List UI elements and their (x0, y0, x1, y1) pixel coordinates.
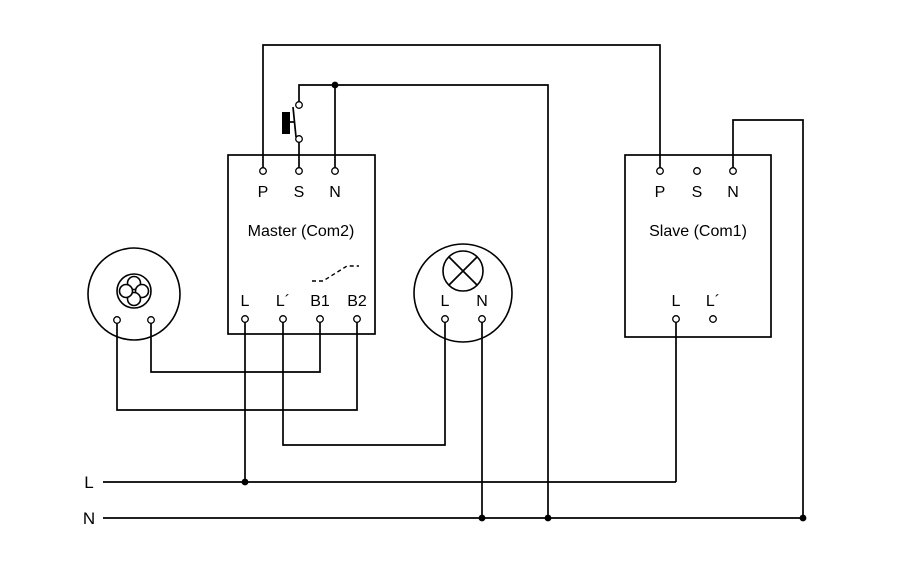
slave-terminal-label-s: S (692, 184, 703, 201)
master-terminal-s (295, 167, 303, 175)
fan-inner-circle (116, 273, 152, 309)
slave-terminal-label-p: P (655, 184, 666, 201)
master-terminal-b2 (353, 315, 361, 323)
master-box-label: Master (Com2) (248, 223, 355, 240)
slave-box-label: Slave (Com1) (649, 223, 747, 240)
push-button-contact (295, 101, 303, 109)
slave-terminal-lprime (709, 315, 717, 323)
fan-blade (118, 283, 134, 299)
master-terminal-label-l: L (241, 293, 250, 310)
neutral-bus-label: N (83, 509, 95, 528)
master-terminal-l (241, 315, 249, 323)
lamp-terminal-label-n: N (476, 293, 488, 310)
wire-fan-to-b2 (116, 319, 358, 411)
junction-dot (544, 514, 552, 522)
wire-p-master-to-slave (262, 44, 661, 171)
master-terminal-b1 (316, 315, 324, 323)
junction-dot (241, 478, 249, 486)
master-terminal-lprime (279, 315, 287, 323)
master-terminal-label-p: P (258, 184, 269, 201)
push-button-icon (282, 101, 303, 143)
wire-button-to-neutral-bus (298, 84, 549, 518)
slave-terminal-s (693, 167, 701, 175)
master-terminal-n (331, 167, 339, 175)
master-terminal-p (259, 167, 267, 175)
slave-terminal-label-l: L (672, 293, 681, 310)
slave-terminal-label-n: N (727, 184, 739, 201)
lamp-cross-line (448, 256, 478, 286)
master-terminal-label-b2: B2 (347, 293, 367, 310)
wire-slave-n-to-neutral-bus (732, 119, 804, 518)
lamp-terminal-label-l: L (441, 293, 450, 310)
fan-icon (87, 247, 181, 341)
junction-dots (241, 81, 807, 522)
wire-master-lprime-to-lamp-l (282, 319, 446, 446)
push-button-blade (292, 106, 297, 138)
master-terminal-label-n: N (329, 184, 341, 201)
lamp-outer-circle (413, 243, 513, 343)
master-terminal-label-b1: B1 (310, 293, 330, 310)
master-terminal-label-lprime: L´ (276, 293, 290, 310)
lamp-terminal-l (441, 315, 449, 323)
slave-terminal-l (672, 315, 680, 323)
slave-terminal-p (656, 167, 664, 175)
wire-fan-to-b1 (150, 319, 321, 373)
live-bus-label: L (84, 473, 93, 492)
fan-terminal-right (147, 316, 155, 324)
push-button-contact (295, 135, 303, 143)
slave-box (624, 154, 772, 338)
master-box (227, 154, 376, 335)
slave-terminal-label-lprime: L´ (706, 293, 720, 310)
slave-terminal-n (729, 167, 737, 175)
junction-dot (331, 81, 339, 89)
junction-dot (478, 514, 486, 522)
terminals (113, 167, 737, 324)
lamp-terminal-n (478, 315, 486, 323)
junction-dot (799, 514, 807, 522)
dashed-relay-contact-icon (312, 265, 359, 282)
push-button-actuator (282, 112, 290, 134)
lamp-crossed-circle-icon (413, 243, 513, 343)
fan-terminal-left (113, 316, 121, 324)
master-terminal-label-s: S (294, 184, 305, 201)
